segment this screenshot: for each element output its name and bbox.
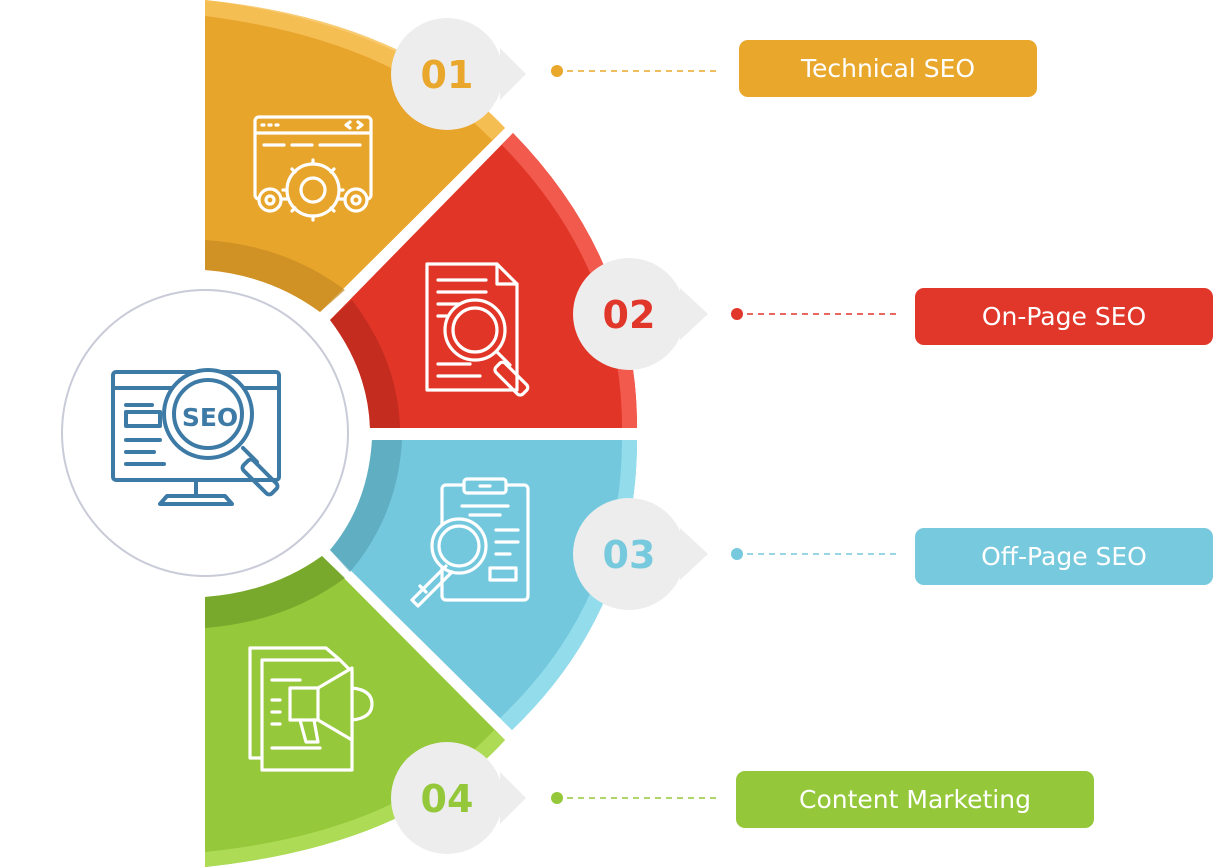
seo-monitor-magnifier-icon: [111, 368, 281, 506]
step-number-01: 01: [421, 53, 474, 97]
step-number-04: 04: [421, 777, 474, 821]
label-off-page-seo: Off-Page SEO: [981, 542, 1147, 571]
label-pill-technical-seo: Technical SEO: [739, 40, 1037, 97]
step-number-bubble-04: 04: [391, 742, 526, 854]
connector-04: [551, 792, 718, 804]
label-technical-seo: Technical SEO: [800, 54, 975, 83]
label-content-marketing: Content Marketing: [799, 785, 1031, 814]
step-number-bubble-02: 02: [573, 258, 708, 370]
connector-02: [731, 308, 898, 320]
step-number-bubble-03: 03: [573, 498, 708, 610]
label-pill-off-page-seo: Off-Page SEO: [915, 528, 1213, 585]
center-seo-label: SEO: [182, 403, 238, 432]
label-pill-on-page-seo: On-Page SEO: [915, 288, 1213, 345]
connector-01: [551, 65, 718, 77]
step-number-03: 03: [603, 533, 656, 577]
clipboard-search-icon: [410, 477, 530, 608]
label-pill-content-marketing: Content Marketing: [736, 771, 1094, 828]
step-number-bubble-01: 01: [391, 18, 526, 130]
step-number-02: 02: [603, 293, 656, 337]
label-on-page-seo: On-Page SEO: [982, 302, 1146, 331]
document-megaphone-icon: [248, 646, 374, 772]
connector-03: [731, 548, 898, 560]
browser-gear-icon: [253, 115, 373, 222]
document-search-icon: [425, 262, 530, 397]
